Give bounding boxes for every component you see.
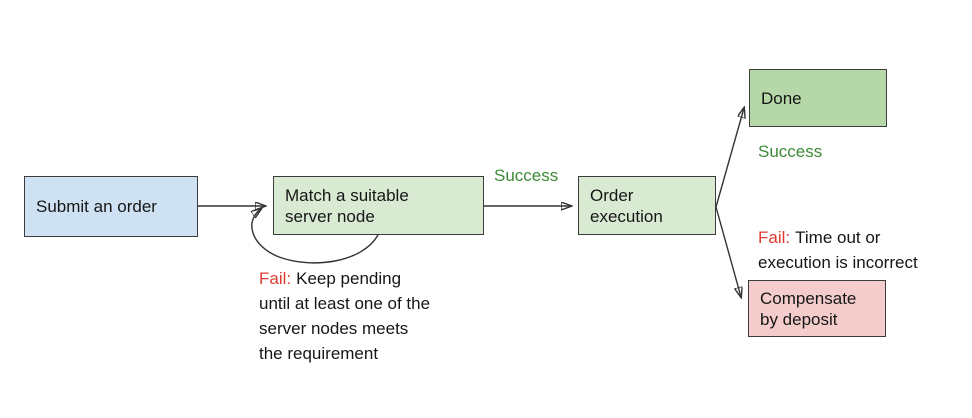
node-order-execution: Order execution — [578, 176, 716, 235]
node-done: Done — [749, 69, 887, 127]
node-compensate-deposit-label: Compensate by deposit — [760, 288, 857, 329]
edge-label-success-order-done: Success — [758, 142, 823, 161]
node-order-execution-label: Order execution — [590, 185, 663, 226]
node-match-server: Match a suitable server node — [273, 176, 484, 235]
edge-label-fail-keep-pending: Fail:Keep pending until at least one of … — [259, 266, 494, 366]
edge-label-success-match-order: Success — [494, 166, 559, 185]
fail-pending-text: Keep pending until at least one of the s… — [259, 269, 431, 363]
fail-timeout-text: Time out or execution is incorrect — [758, 228, 918, 272]
node-compensate-deposit: Compensate by deposit — [748, 280, 886, 337]
fail-prefix: Fail: — [758, 228, 791, 247]
node-submit-order-label: Submit an order — [36, 197, 157, 216]
edge-order-to-compensate — [715, 206, 741, 297]
node-done-label: Done — [761, 88, 802, 108]
node-match-server-label: Match a suitable server node — [285, 185, 409, 226]
node-submit-order: Submit an order — [24, 176, 198, 237]
edge-label-fail-timeout: Fail:Time out or execution is incorrect — [758, 225, 972, 275]
edge-order-to-done — [715, 108, 744, 208]
edge-match-self-loop — [252, 209, 379, 264]
fail-prefix: Fail: — [259, 269, 292, 288]
